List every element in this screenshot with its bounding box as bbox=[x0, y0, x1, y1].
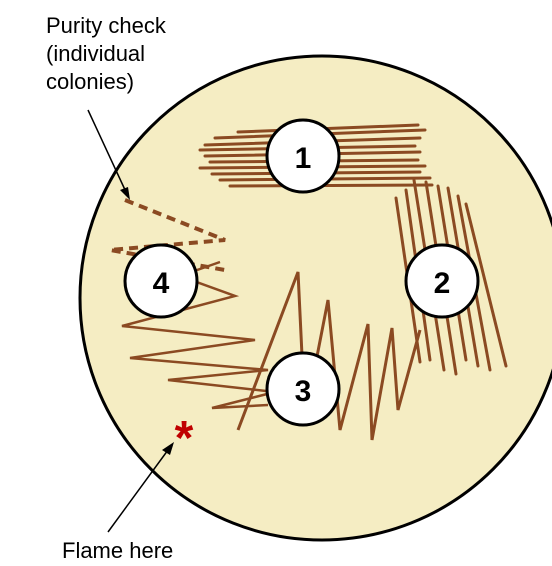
section-number-3: 3 bbox=[295, 375, 312, 408]
purity-label-line2: (individual bbox=[46, 41, 145, 66]
purity-label-line1: Purity check bbox=[46, 13, 167, 38]
section-number-1: 1 bbox=[295, 142, 312, 175]
flame-mark-icon: * bbox=[175, 412, 194, 465]
purity-label-line3: colonies) bbox=[46, 69, 134, 94]
flame-label: Flame here bbox=[62, 538, 173, 563]
section-marker-1: 1 bbox=[267, 120, 339, 192]
section-number-2: 2 bbox=[434, 267, 451, 300]
section-marker-4: 4 bbox=[125, 245, 197, 317]
section-marker-3: 3 bbox=[267, 353, 339, 425]
section-number-4: 4 bbox=[153, 267, 170, 300]
flame-arrow-line bbox=[108, 450, 168, 532]
purity-arrow-line bbox=[88, 110, 126, 192]
section-marker-2: 2 bbox=[406, 245, 478, 317]
